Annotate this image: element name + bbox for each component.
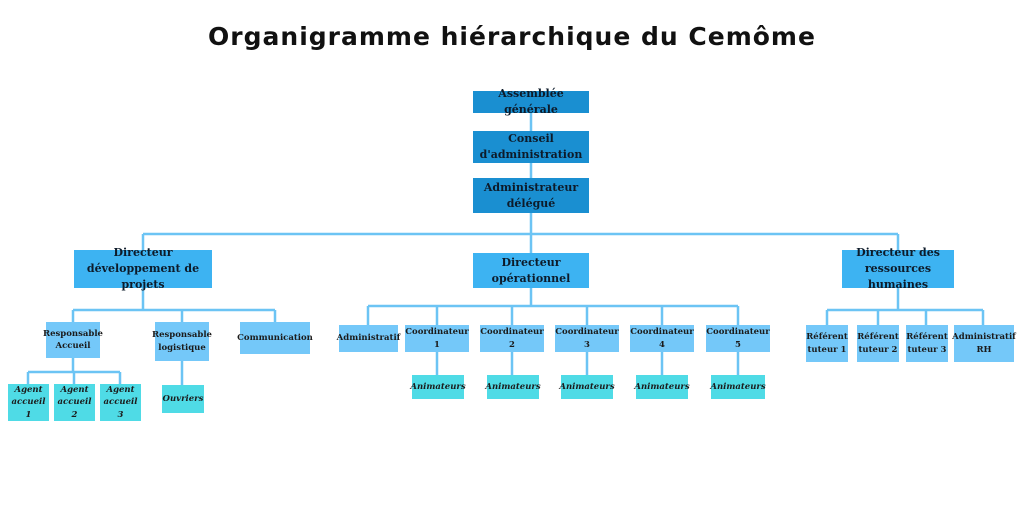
node-label: Responsable logistique [152, 330, 212, 353]
node-administratif-rh: Administratif RH [952, 325, 1016, 362]
chart-title: Organigramme hiérarchique du Cemôme [208, 22, 816, 51]
node-label: Administrateur délégué [483, 180, 579, 210]
node-label: Coordinateur 5 [706, 327, 770, 350]
node-administratif: Administratif [336, 325, 401, 352]
node-referent-tuteur-1: Référent tuteur 1 [806, 325, 848, 362]
node-directeur-developpement: Directeur développement de projets [74, 246, 212, 291]
node-label: Animateurs [559, 381, 615, 392]
node-label: Coordinateur 4 [630, 327, 694, 350]
node-animateurs-5: Animateurs [710, 375, 766, 399]
node-agent-accueil-2: Agent accueil 2 [54, 384, 95, 421]
node-referent-tuteur-2: Référent tuteur 2 [857, 325, 899, 362]
node-animateurs-1: Animateurs [410, 375, 466, 399]
node-label: Coordinateur 3 [555, 327, 619, 350]
node-label: Coordinateur 2 [480, 327, 544, 350]
node-label: Coordinateur 1 [405, 327, 469, 350]
node-coordinateur-3: Coordinateur 3 [555, 325, 619, 352]
node-label: Référent tuteur 1 [806, 332, 848, 355]
node-agent-accueil-1: Agent accueil 1 [8, 384, 49, 421]
node-label: Animateurs [485, 381, 541, 392]
node-directeur-rh: Directeur des ressources humaines [842, 246, 954, 291]
node-label: Responsable Accueil [43, 328, 103, 351]
node-responsable-logistique: Responsable logistique [152, 322, 212, 361]
node-responsable-accueil: Responsable Accueil [43, 322, 103, 358]
node-label: Administratif [336, 333, 401, 344]
node-assemblee-generale: Assemblée générale [473, 87, 589, 116]
node-label: Communication [237, 332, 313, 343]
node-conseil-administration: Conseil d'administration [473, 131, 589, 163]
node-administrateur-delegue: Administrateur délégué [473, 178, 589, 213]
node-label: Animateurs [410, 381, 466, 392]
node-coordinateur-5: Coordinateur 5 [706, 325, 770, 352]
node-label: Assemblée générale [498, 87, 564, 116]
node-label: Animateurs [710, 381, 766, 392]
node-animateurs-2: Animateurs [485, 375, 541, 399]
node-label: Agent accueil 2 [57, 385, 92, 420]
node-ouvriers: Ouvriers [162, 385, 204, 413]
node-coordinateur-1: Coordinateur 1 [405, 325, 469, 352]
node-label: Agent accueil 3 [103, 385, 138, 420]
node-label: Agent accueil 1 [11, 385, 46, 420]
node-referent-tuteur-3: Référent tuteur 3 [906, 325, 948, 362]
node-label: Référent tuteur 2 [857, 332, 899, 355]
node-communication: Communication [237, 322, 313, 354]
node-directeur-operationnel: Directeur opérationnel [473, 253, 589, 288]
node-coordinateur-2: Coordinateur 2 [480, 325, 544, 352]
node-label: Animateurs [634, 381, 690, 392]
node-label: Ouvriers [162, 393, 204, 404]
node-label: Conseil d'administration [479, 132, 583, 161]
node-label: Administratif RH [952, 332, 1016, 355]
node-animateurs-4: Animateurs [634, 375, 690, 399]
node-coordinateur-4: Coordinateur 4 [630, 325, 694, 352]
node-animateurs-3: Animateurs [559, 375, 615, 399]
node-agent-accueil-3: Agent accueil 3 [100, 384, 141, 421]
node-label: Directeur développement de projets [86, 246, 200, 291]
node-label: Directeur opérationnel [491, 255, 571, 285]
node-label: Référent tuteur 3 [906, 332, 948, 355]
node-label: Directeur des ressources humaines [856, 246, 940, 291]
